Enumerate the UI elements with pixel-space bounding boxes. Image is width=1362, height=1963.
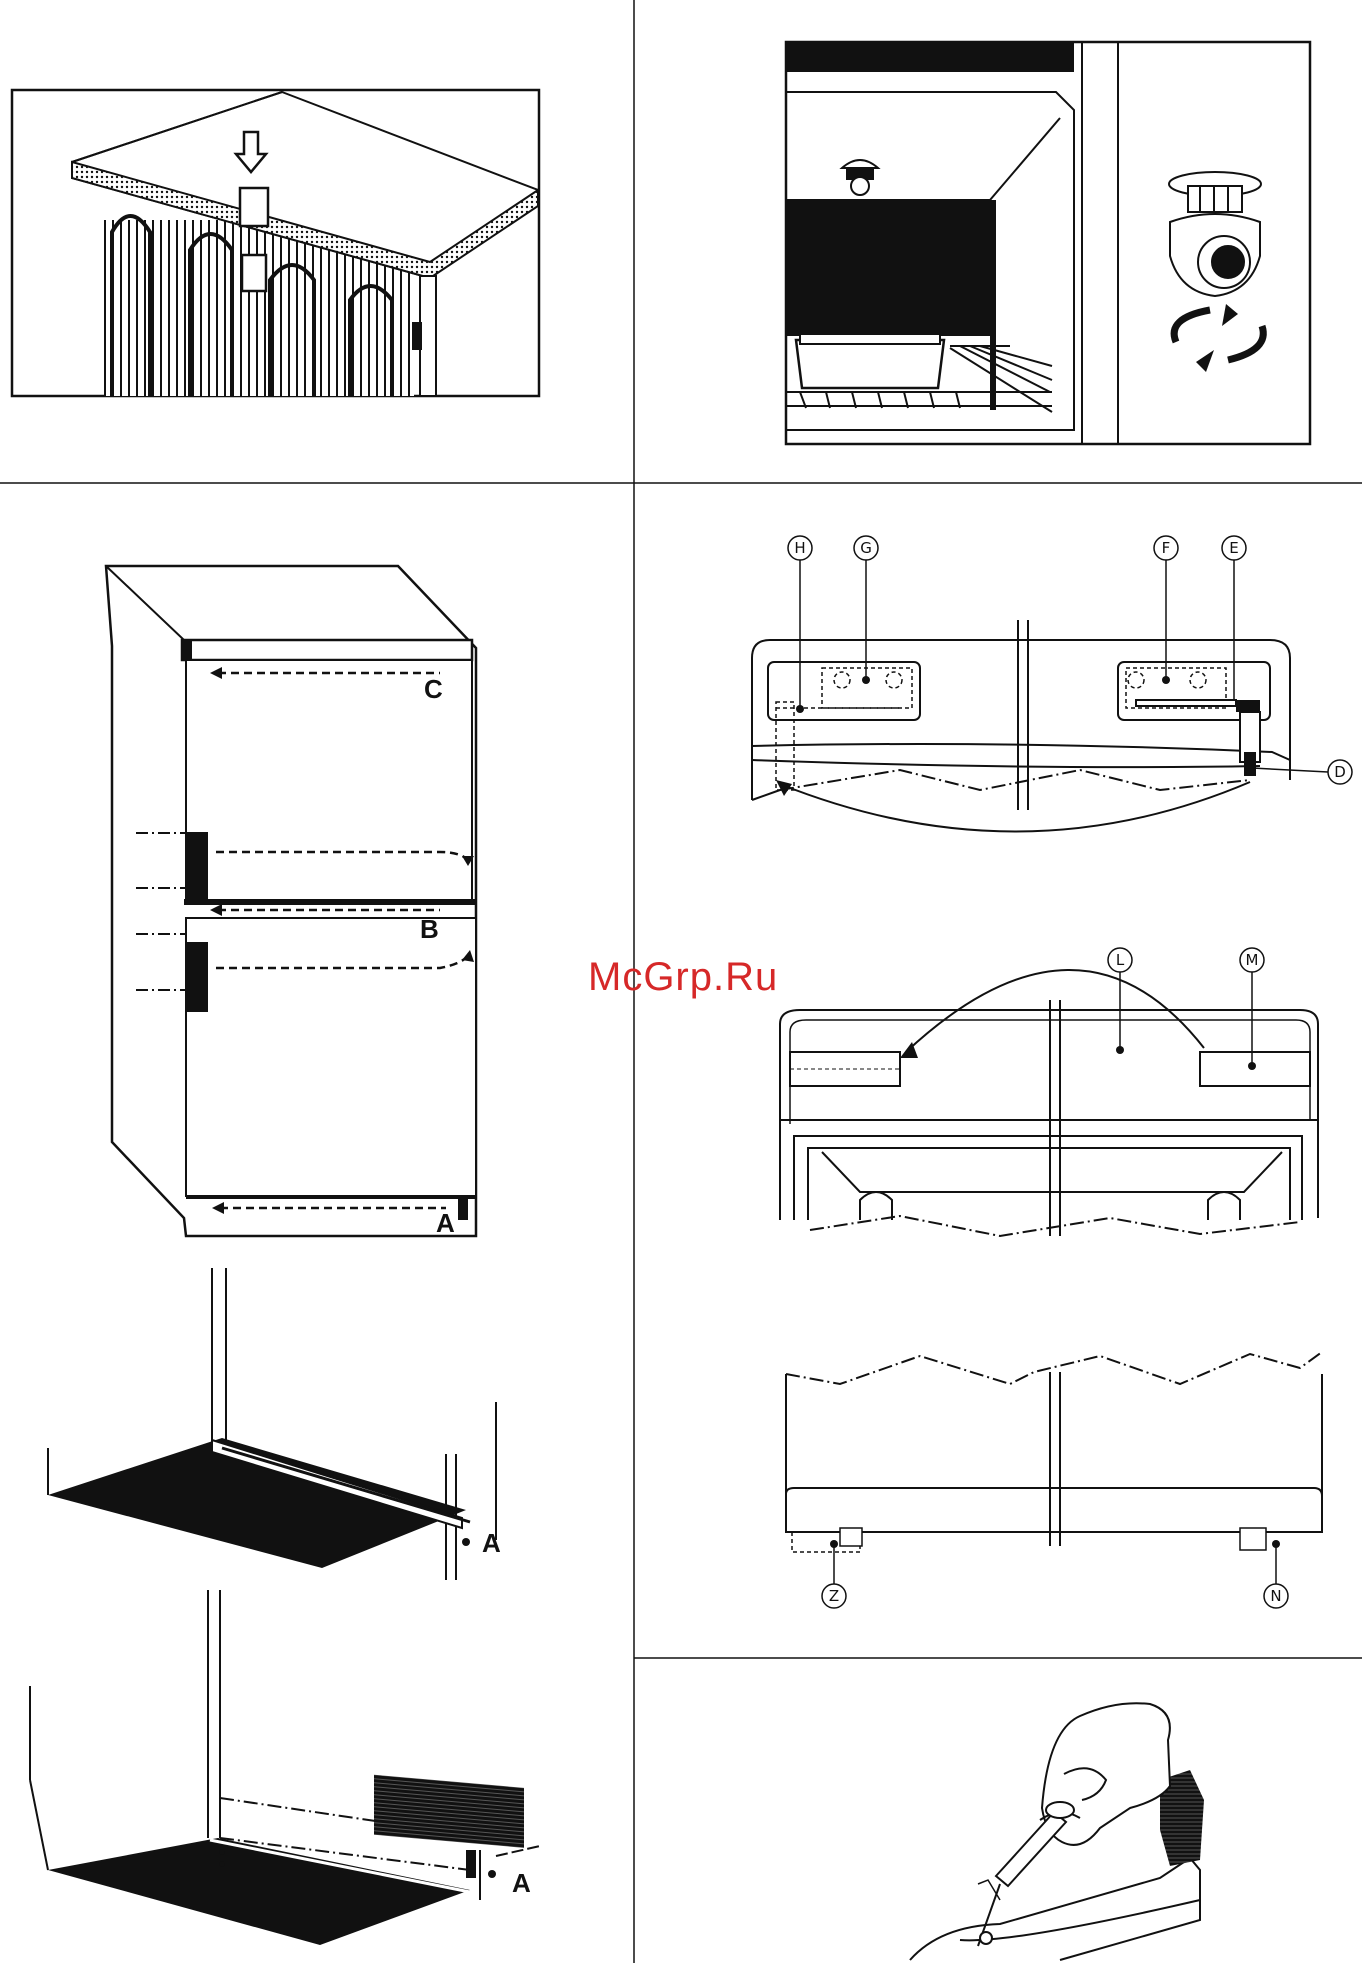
panel-hinge-top: H G F E D: [752, 536, 1352, 832]
panel-hinge-bottom: Z N: [786, 1352, 1322, 1608]
watermark-text: McGrp.Ru: [588, 955, 778, 1000]
handle-slot-right: [1200, 1052, 1310, 1086]
callout-m: M: [1240, 948, 1264, 972]
svg-text:N: N: [1270, 1587, 1281, 1605]
svg-text:F: F: [1162, 539, 1171, 557]
callout-n: N: [1264, 1584, 1288, 1608]
panel-cleaning-hand: [910, 1703, 1204, 1960]
mounting-clip: [240, 188, 268, 226]
lamp-cover: [1169, 172, 1261, 296]
svg-text:Z: Z: [829, 1587, 839, 1605]
panel-base-lower: A: [30, 1590, 540, 1945]
callout-e: E: [1222, 536, 1246, 560]
callout-l: L: [1108, 948, 1132, 972]
callout-g: G: [854, 536, 878, 560]
label-a-base-upper: A: [482, 1528, 501, 1558]
panel-condenser: [12, 90, 539, 396]
callout-d: D: [1328, 760, 1352, 784]
panel-fridge-doors: C B A: [106, 566, 476, 1238]
label-a-base-lower: A: [512, 1868, 531, 1898]
plinth-panel: [374, 1775, 524, 1848]
dish: [796, 340, 944, 388]
callout-h: H: [788, 536, 812, 560]
label-c: C: [424, 674, 443, 704]
svg-text:M: M: [1246, 951, 1259, 969]
panel-base-upper: A: [48, 1268, 501, 1580]
svg-text:E: E: [1229, 539, 1238, 557]
callout-f: F: [1154, 536, 1178, 560]
label-a-fridge: A: [436, 1208, 455, 1238]
panel-interior-lamp: [786, 42, 1310, 444]
callout-z: Z: [822, 1584, 846, 1608]
label-b: B: [420, 914, 439, 944]
panel-handle: L M: [780, 948, 1318, 1236]
svg-text:G: G: [860, 539, 872, 557]
svg-text:D: D: [1334, 763, 1346, 781]
lower-door: [186, 918, 476, 1196]
cleaning-tool: [996, 1812, 1066, 1886]
svg-text:L: L: [1116, 951, 1125, 969]
svg-text:H: H: [794, 539, 805, 557]
